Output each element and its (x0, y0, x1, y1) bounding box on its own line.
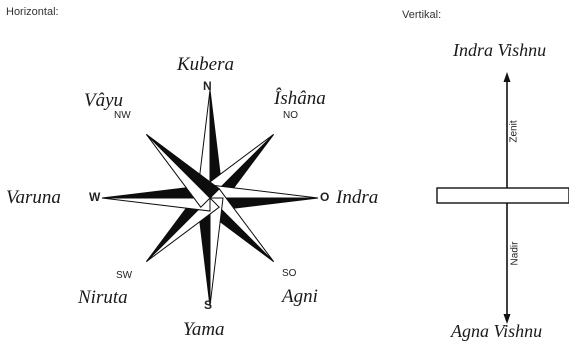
direction-w-label: W (89, 190, 100, 204)
vertical-diagram (437, 72, 569, 324)
direction-o-label: O (320, 190, 329, 204)
nadir-label: Nadir (509, 242, 520, 266)
deity-southwest-label: Niruta (78, 287, 128, 309)
direction-n-label: N (203, 79, 212, 93)
vertical-top-label: Indra Vishnu (453, 40, 546, 61)
deity-west-label: Varuna (6, 187, 61, 209)
deity-north-label: Kubera (177, 54, 234, 76)
direction-s-label: S (204, 298, 212, 312)
direction-sw-label: SW (116, 270, 132, 281)
deity-southeast-label: Agni (282, 286, 318, 308)
horizon-plane (437, 188, 569, 203)
direction-nw-label: NW (114, 110, 131, 121)
direction-no-label: NO (283, 110, 298, 121)
deity-northwest-label: Vâyu (84, 90, 123, 112)
zenith-arrowhead (504, 72, 511, 82)
star-point-w-light (102, 198, 210, 211)
star-point-e-light (210, 185, 318, 198)
zenith-label: Zenit (509, 120, 520, 142)
deity-south-label: Yama (183, 319, 225, 341)
direction-so-label: SO (282, 268, 296, 279)
deity-east-label: Indra (336, 187, 378, 209)
vertical-bottom-label: Agna Vishnu (451, 321, 542, 342)
star-point-s-light (210, 198, 223, 306)
deity-northeast-label: Îshâna (274, 88, 326, 110)
